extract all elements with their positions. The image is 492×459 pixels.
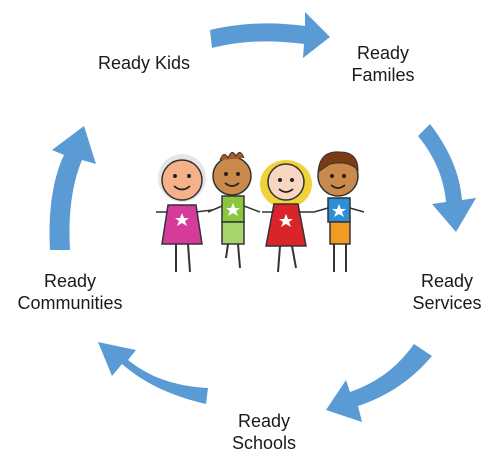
stage-label-ready-communities: Ready Communities [4, 270, 136, 314]
arrow-communities-to-kids [49, 126, 96, 250]
child-one [156, 154, 213, 273]
child-three [260, 160, 314, 273]
label-line: Familes [351, 65, 415, 85]
label-line: Communities [17, 293, 123, 313]
label-line: Ready [237, 411, 291, 431]
child-four [313, 151, 365, 272]
children-holding-hands-illustration [156, 151, 365, 273]
label-line: Ready [43, 271, 97, 291]
stage-label-ready-families: Ready Familes [328, 42, 438, 86]
face [161, 159, 203, 201]
stage-label-ready-services: Ready Services [400, 270, 492, 314]
hair [219, 152, 245, 161]
dress [265, 203, 307, 247]
label-line: Schools [231, 433, 297, 453]
hair [317, 151, 359, 173]
label-line: Ready [356, 43, 410, 63]
face [212, 156, 252, 196]
arrow-services-to-schools [326, 344, 432, 422]
arrow-families-to-services [418, 124, 476, 232]
arrow-schools-to-communities [98, 342, 208, 404]
label-line: Services [412, 293, 482, 313]
stage-label-ready-schools: Ready Schools [214, 410, 314, 454]
label-line: Ready [420, 271, 474, 291]
arrow-kids-to-families [210, 12, 330, 58]
dress [161, 204, 203, 245]
label-line: Ready Kids [97, 53, 191, 73]
child-two [207, 152, 261, 269]
stage-label-ready-kids: Ready Kids [92, 52, 196, 74]
face [267, 163, 305, 201]
